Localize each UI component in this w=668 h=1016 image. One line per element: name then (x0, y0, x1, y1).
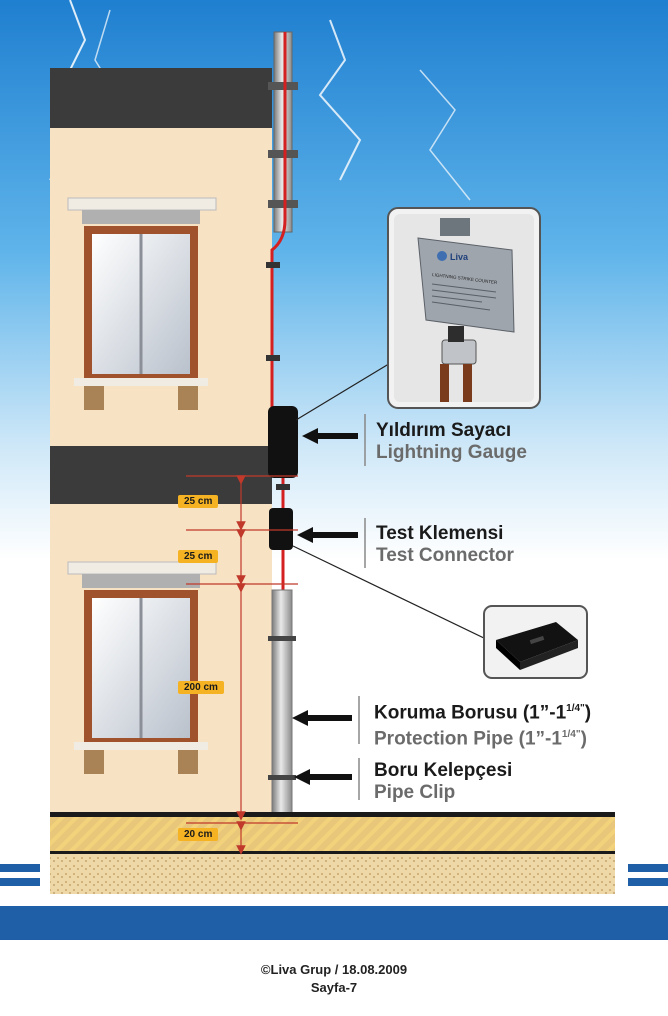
callout-line (295, 361, 393, 421)
connector-photo-device-side (496, 640, 520, 670)
dimension-label-200cm: 200 cm (178, 681, 224, 694)
window-sill (74, 742, 208, 750)
label-protection-pipe-tr: Koruma Borusu (1”-11/4") (374, 702, 592, 724)
label-protection-pipe-en: Protection Pipe (1”-11/4") (374, 728, 587, 750)
window-bracket (178, 750, 198, 774)
ground-soil (50, 854, 615, 894)
base-band (0, 894, 668, 906)
floor-slab-middle (50, 446, 272, 504)
ground-line (50, 812, 615, 817)
pipe-clip (268, 775, 296, 780)
pointer-arrow (297, 527, 358, 543)
label-pipe-clip-tr: Boru Kelepçesi (374, 760, 513, 781)
window-frame (82, 574, 200, 588)
footer-copyright: ©Liva Grup / 18.08.2009 (260, 962, 408, 977)
gauge-photo-brand: Liva (450, 252, 469, 262)
gauge-photo-cable (463, 364, 472, 402)
window-bracket (178, 386, 198, 410)
gauge-photo-logo (437, 251, 447, 261)
window-lintel (67, 561, 217, 575)
connector-photo-slot (529, 635, 545, 645)
gauge-photo-bolt (448, 326, 464, 342)
grounding-diagram: Liva LIGHTNING STRIKE COUNTER (0, 0, 668, 940)
lightning-bolt (318, 19, 362, 181)
label-test-connector-tr: Test Klemensi (376, 523, 504, 544)
callout-line (292, 545, 489, 641)
mast-bracket (268, 82, 298, 90)
pointer-arrow (302, 428, 358, 444)
conductor-clip (266, 355, 280, 361)
footer-page-number: Sayfa-7 (310, 980, 358, 995)
window-lintel (67, 197, 217, 211)
pipe-clip (268, 636, 296, 641)
pointer-arrow (294, 769, 352, 785)
mast-bracket (268, 150, 298, 158)
label-protection-pipe: Koruma Borusu (1”-11/4") Protection Pipe… (374, 698, 591, 751)
pointer-arrow (292, 710, 352, 726)
base-band (0, 906, 668, 940)
gauge-photo-text-line (431, 301, 491, 311)
label-lightning-gauge-tr: Yıldırım Sayacı (376, 420, 512, 441)
gauge-photo-screen (440, 218, 470, 236)
ground-line (50, 851, 615, 854)
label-lightning-gauge-en: Lightning Gauge (376, 442, 527, 463)
connector-photo-device-front (520, 640, 578, 670)
mast-bracket (268, 200, 298, 208)
gauge-photo-text-line (431, 295, 483, 303)
label-test-connector: Test Klemensi Test Connector (376, 523, 514, 567)
dimension-label-25cm-upper: 25 cm (178, 495, 219, 508)
label-pipe-clip: Boru Kelepçesi Pipe Clip (374, 760, 512, 804)
dimension-label-25cm-lower: 25 cm (178, 550, 219, 563)
label-lightning-gauge: Yıldırım Sayacı Lightning Gauge (376, 420, 527, 464)
window-bracket (84, 750, 104, 774)
label-test-connector-en: Test Connector (376, 545, 514, 566)
dimension-label-20cm: 20 cm (178, 828, 219, 841)
gauge-photo-text-line (431, 289, 497, 299)
window-sill (74, 378, 208, 386)
gauge-photo-cable (440, 364, 449, 402)
base-stripe (0, 864, 40, 872)
down-conductor (270, 32, 287, 410)
conductor-clip (266, 262, 280, 268)
base-stripe (0, 878, 40, 886)
window-bracket (84, 386, 104, 410)
gauge-photo-text-line (431, 283, 497, 293)
gauge-photo-clamp (441, 339, 477, 365)
base-stripe (628, 864, 668, 872)
lightning-gauge-device (268, 406, 298, 478)
lightning-bolt (419, 69, 471, 201)
gauge-photo-device (417, 237, 515, 333)
roof-slab-top (50, 68, 272, 128)
label-pipe-clip-en: Pipe Clip (374, 782, 456, 803)
base-stripe (628, 878, 668, 886)
ground-surface (50, 817, 615, 851)
window-frame (82, 210, 200, 224)
test-connector-device (269, 508, 293, 550)
conductor-clip (276, 484, 290, 490)
